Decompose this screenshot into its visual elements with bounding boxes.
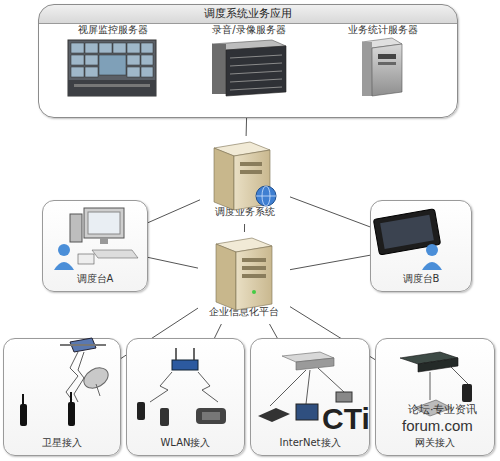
server-item: 录音/录像服务器 bbox=[197, 23, 301, 101]
node-label: 调度台A bbox=[43, 273, 147, 285]
node-label: 企业信息化平台 bbox=[198, 306, 290, 318]
stats-server bbox=[362, 38, 402, 96]
node-label: 调度业务系统 bbox=[200, 206, 290, 218]
access-box: 网关接入 bbox=[375, 338, 495, 456]
node-label: 录音/录像服务器 bbox=[197, 24, 301, 36]
satellite-access bbox=[20, 338, 112, 426]
console-pc bbox=[54, 208, 138, 270]
gateway-access bbox=[400, 352, 472, 416]
link-line bbox=[270, 324, 278, 338]
access-box: 卫星接入 bbox=[3, 338, 121, 456]
tower-server bbox=[214, 142, 276, 210]
link-line bbox=[148, 200, 200, 223]
link-line bbox=[148, 257, 198, 268]
tower-server bbox=[216, 238, 272, 310]
server-item: 业务统计服务器 bbox=[331, 23, 435, 101]
node-label: WLAN接入 bbox=[127, 437, 244, 449]
node-label: InterNet接入 bbox=[251, 437, 369, 449]
platform-server: 企业信息化平台 bbox=[198, 232, 290, 324]
internet-access bbox=[258, 352, 352, 422]
console-box: 调度台A bbox=[42, 200, 148, 292]
group-heading: 调度系统业务应用 bbox=[39, 8, 457, 20]
node-label: 卫星接入 bbox=[4, 437, 120, 449]
video-wall bbox=[68, 40, 156, 96]
link-line bbox=[290, 197, 370, 227]
access-box: WLAN接入 bbox=[126, 338, 245, 456]
node-label: 视屏监控服务器 bbox=[63, 24, 163, 36]
link-line bbox=[244, 224, 245, 232]
link-line bbox=[215, 324, 222, 338]
link-line bbox=[290, 255, 370, 269]
system-server: 调度业务系统 bbox=[200, 136, 290, 224]
node-label: 业务统计服务器 bbox=[331, 24, 435, 36]
server-item: 视屏监控服务器 bbox=[63, 23, 163, 101]
access-box: InterNet接入 bbox=[250, 338, 370, 456]
rack-server bbox=[212, 40, 286, 96]
application-group: 视屏监控服务器 录音/录像服务器 业务统计服务器 调度系统业务应用 bbox=[38, 4, 458, 118]
wlan-access bbox=[137, 348, 226, 426]
node-label: 网关接入 bbox=[376, 437, 494, 449]
console-tablet bbox=[373, 209, 442, 270]
console-box: 调度台B bbox=[370, 200, 472, 292]
link-line bbox=[246, 118, 247, 136]
node-label: 调度台B bbox=[371, 273, 471, 285]
